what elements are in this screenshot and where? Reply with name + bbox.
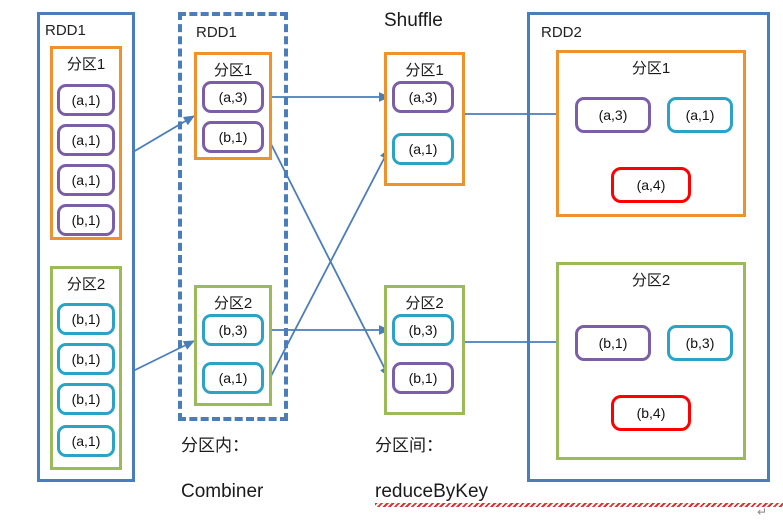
rdd2-frame	[527, 12, 770, 482]
inter-partition-label: 分区间：	[375, 436, 443, 455]
pilcrow-mark: ↵	[757, 505, 768, 519]
intra-partition-op: Combiner	[181, 481, 264, 502]
cell-combined-p2-1: (a,1)	[202, 362, 264, 394]
combined-partition-1-label: 分区1	[213, 62, 253, 79]
cell-combined-p1-0: (a,3)	[202, 81, 264, 113]
rdd1-combined-title: RDD1	[196, 24, 237, 41]
rdd2-title: RDD2	[541, 24, 582, 41]
source-partition-2-label: 分区2	[66, 276, 106, 293]
cell-rdd2-p1-1: (a,1)	[667, 97, 733, 133]
cell-shuffle-p1-0: (a,3)	[392, 81, 454, 113]
cell-source-p2-1: (b,1)	[57, 343, 115, 375]
cell-source-p1-3: (b,1)	[57, 204, 115, 236]
cell-shuffle-p2-0: (b,3)	[392, 314, 454, 346]
shuffle-partition-2-label: 分区2	[405, 295, 444, 312]
rdd1-combined-frame	[178, 12, 288, 421]
rdd1-source-frame	[37, 12, 135, 482]
inter-partition-op: reduceByKey	[375, 481, 783, 507]
combined-partition-2-label: 分区2	[213, 295, 253, 312]
cell-combined-p1-1: (b,1)	[202, 121, 264, 153]
shuffle-partition-2: 分区2	[384, 285, 465, 415]
intra-partition-label: 分区内：	[181, 436, 249, 455]
cell-rdd2-p1-result: (a,4)	[611, 167, 691, 203]
shuffle-partition-1-label: 分区1	[405, 62, 444, 79]
source-partition-1-label: 分区1	[66, 56, 106, 73]
rdd2-partition-1-label: 分区1	[631, 60, 671, 77]
cell-shuffle-p2-1: (b,1)	[392, 362, 454, 394]
shuffle-partition-1: 分区1	[384, 52, 465, 186]
shuffle-title: Shuffle	[384, 10, 443, 31]
cell-source-p2-2: (b,1)	[57, 383, 115, 415]
inter-partition-op-text: reduceByKey	[375, 481, 489, 502]
cell-rdd2-p2-0: (b,1)	[575, 325, 651, 361]
cell-source-p2-0: (b,1)	[57, 303, 115, 335]
rdd2-partition-2-label: 分区2	[631, 272, 671, 289]
rdd1-source-title: RDD1	[45, 22, 86, 39]
cell-source-p1-0: (a,1)	[57, 84, 115, 116]
cell-rdd2-p2-result: (b,4)	[611, 395, 691, 431]
cell-shuffle-p1-1: (a,1)	[392, 133, 454, 165]
cell-source-p1-2: (a,1)	[57, 164, 115, 196]
cell-combined-p2-0: (b,3)	[202, 314, 264, 346]
cell-source-p2-3: (a,1)	[57, 425, 115, 457]
cell-rdd2-p2-1: (b,3)	[667, 325, 733, 361]
cell-source-p1-1: (a,1)	[57, 124, 115, 156]
spellcheck-underline	[375, 503, 783, 507]
cell-rdd2-p1-0: (a,3)	[575, 97, 651, 133]
